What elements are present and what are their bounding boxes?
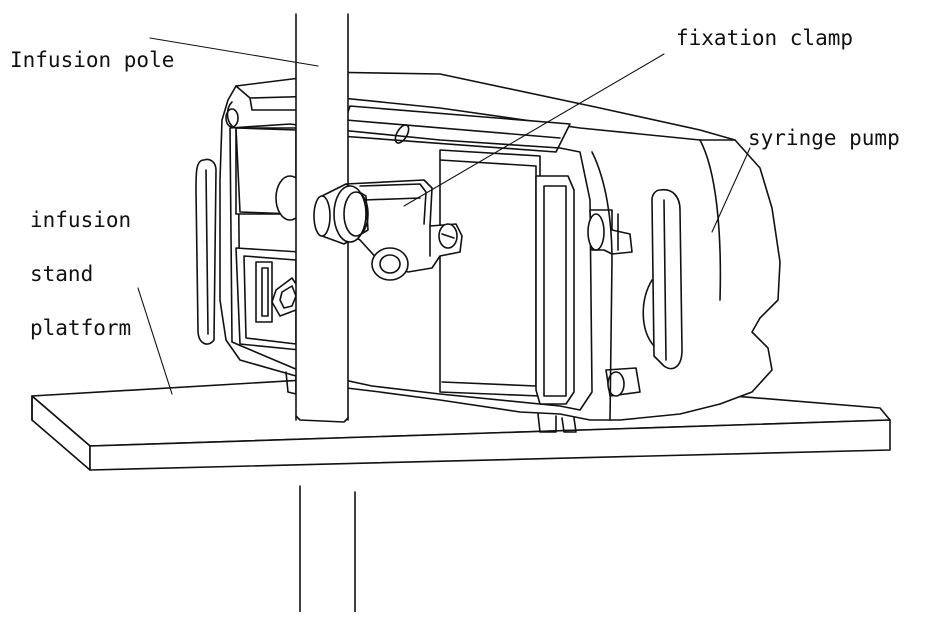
leader-infusion-stand-platform (138, 288, 172, 394)
label-syringe-pump: syringe pump (748, 126, 900, 150)
leader-infusion-pole (150, 38, 318, 66)
fixation-clamp (314, 180, 462, 280)
syringe-pump-body (196, 72, 780, 432)
label-infusion-pole: Infusion pole (10, 48, 175, 72)
label-infusion-stand-line2: stand (30, 262, 94, 286)
leader-lines (138, 38, 750, 394)
pole-lower-section (300, 486, 355, 612)
label-fixation-clamp: fixation clamp (676, 26, 854, 50)
leader-fixation-clamp (404, 54, 664, 206)
leader-syringe-pump (712, 148, 750, 232)
platform-shape (32, 372, 890, 470)
label-infusion-stand-line3: platform (30, 316, 132, 340)
label-infusion-stand-line1: infusion (30, 208, 132, 232)
